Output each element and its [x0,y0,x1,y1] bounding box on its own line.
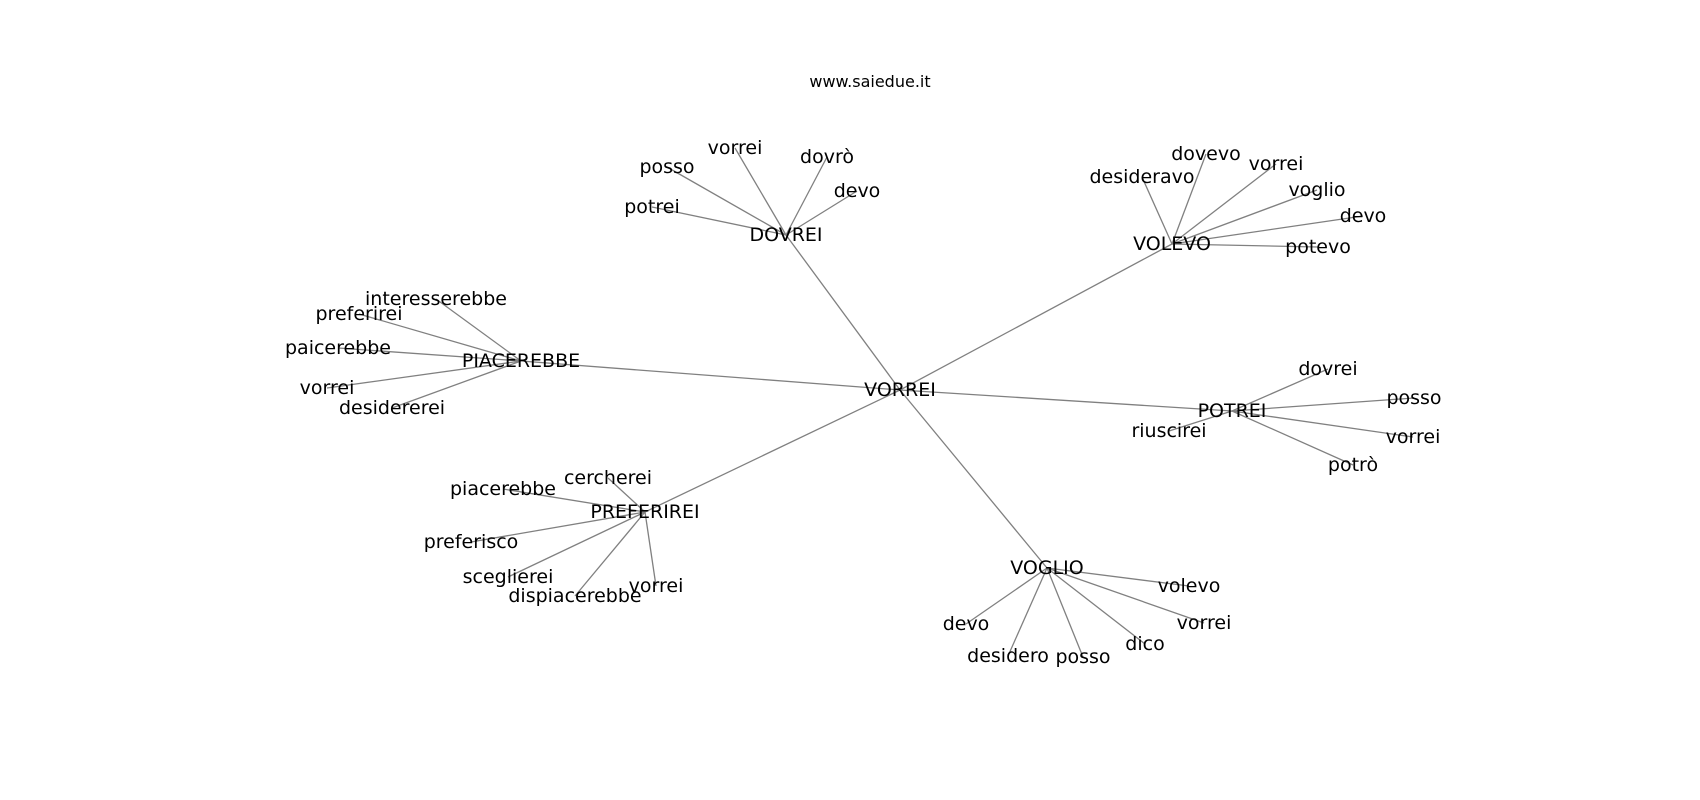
node-leaf-dovrei-vorrei: vorrei [708,137,763,159]
node-leaf-preferirei-piacerebbe: piacerebbe [450,478,556,500]
node-leaf-voglio-vorrei: vorrei [1177,612,1232,634]
node-leaf-potrei-posso: posso [1386,387,1441,409]
edge-piacerebbe-preferirei [358,313,522,362]
edge-potrei-dovrei [1231,368,1329,412]
edge-root-volevo [899,243,1173,391]
edge-volevo-vorrei [1171,163,1277,245]
node-hub-piacerebbe: PIACEREBBE [462,350,580,372]
node-leaf-voglio-devo: devo [943,613,990,635]
node-leaf-piacerebbe-desidererei: desidererei [339,397,445,419]
node-leaf-preferirei-dispiacerebbe: dispiacerebbe [508,585,641,607]
node-leaf-preferirei-sceglierei: sceglierei [463,566,554,588]
node-hub-dovrei: DOVREI [749,224,822,246]
node-leaf-voglio-volevo: volevo [1158,575,1221,597]
edge-potrei-riuscirei [1168,410,1233,432]
edge-root-preferirei [644,389,901,513]
node-leaf-preferirei-vorrei: vorrei [629,575,684,597]
edge-voglio-devo [965,567,1048,625]
edge-root-dovrei [785,234,901,391]
node-leaf-potrei-potro: potrò [1328,454,1378,476]
node-leaf-volevo-vorrei: vorrei [1249,153,1304,175]
edge-volevo-potevo [1171,243,1319,248]
node-leaf-preferirei-cercherei: cercherei [564,467,652,489]
edge-voglio-volevo [1046,567,1190,587]
edge-piacerebbe-paicerebbe [337,347,522,362]
edge-preferirei-piacerebbe [502,488,646,513]
node-leaf-volevo-potevo: potevo [1285,236,1351,258]
edge-voglio-dico [1046,567,1146,645]
node-leaf-volevo-desideravo: desideravo [1089,166,1194,188]
node-leaf-piacerebbe-preferirei: preferirei [316,303,403,325]
node-leaf-voglio-desidero: desidero [967,645,1049,667]
node-hub-preferirei: PREFERIREI [590,501,699,523]
node-leaf-piacerebbe-vorrei: vorrei [300,377,355,399]
node-leaf-volevo-dovevo: dovevo [1171,143,1241,165]
edge-piacerebbe-desidererei [391,360,522,409]
node-leaf-piacerebbe-interesserebbe: interesserebbe [365,288,507,310]
edge-root-potrei [899,389,1233,412]
node-leaf-voglio-posso: posso [1055,646,1110,668]
edge-dovrei-vorrei [734,147,787,236]
edge-volevo-desideravo [1141,176,1173,245]
node-leaf-dovrei-devo: devo [834,180,881,202]
node-leaf-potrei-dovrei: dovrei [1298,358,1357,380]
chart-title: www.saiedue.it [809,72,930,91]
edge-dovrei-potrei [651,206,787,236]
node-leaf-volevo-voglio: voglio [1288,179,1345,201]
edge-piacerebbe-vorrei [326,360,522,389]
edge-preferirei-preferisco [470,511,646,543]
edge-potrei-vorrei [1231,410,1414,438]
edge-dovrei-posso [666,166,787,236]
edge-root-voglio [899,389,1048,569]
edge-volevo-voglio [1171,189,1318,245]
edge-preferirei-cercherei [607,477,646,513]
edge-preferirei-vorrei [644,511,657,587]
node-leaf-preferirei-preferisco: preferisco [424,531,519,553]
edge-voglio-posso [1046,567,1084,658]
node-leaf-piacerebbe-paicerebbe: paicerebbe [285,337,391,359]
edge-dovrei-dovro [785,156,828,236]
edge-volevo-devo [1171,215,1364,245]
edge-voglio-vorrei [1046,567,1205,624]
node-leaf-dovrei-potrei: potrei [624,196,680,218]
node-leaf-volevo-devo: devo [1340,205,1387,227]
node-leaf-potrei-riuscirei: riuscirei [1131,420,1206,442]
node-hub-volevo: VOLEVO [1133,233,1211,255]
edge-voglio-desidero [1007,567,1048,657]
node-leaf-dovrei-posso: posso [639,156,694,178]
edge-dovrei-devo [785,190,858,236]
edges-layer [326,147,1415,658]
edge-preferirei-dispiacerebbe [574,511,646,597]
node-hub-potrei: POTREI [1198,400,1267,422]
edge-potrei-potro [1231,410,1354,466]
edge-volevo-dovevo [1171,153,1207,245]
edge-preferirei-sceglierei [507,511,646,578]
node-leaf-potrei-vorrei: vorrei [1386,426,1441,448]
edge-root-piacerebbe [520,360,901,391]
node-root: VORREI [864,379,936,401]
node-leaf-dovrei-dovro: dovrò [800,146,854,168]
edge-potrei-posso [1231,397,1415,412]
node-leaf-voglio-dico: dico [1125,633,1164,655]
node-hub-voglio: VOGLIO [1010,557,1084,579]
edge-piacerebbe-interesserebbe [435,298,522,362]
